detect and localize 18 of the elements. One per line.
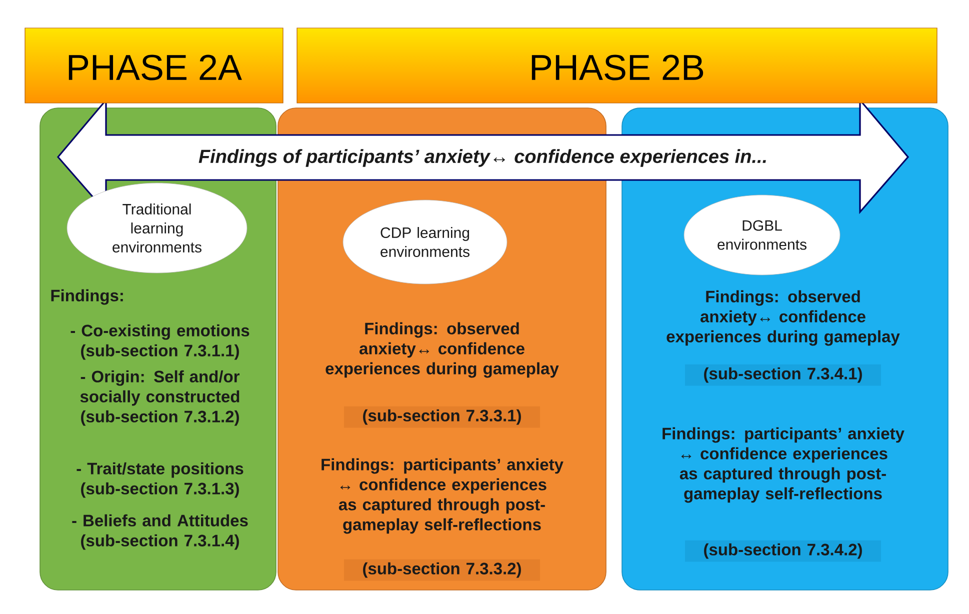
findings-text: Findings: participants’ anxiety ↔ confidence experiences as captured through post-gameplay self-reflections	[662, 427, 904, 503]
findings-text: - Origin: Self and/or socially constructed (sub-section 7.3.1.2)	[80, 370, 240, 426]
findings-text: Findings: participants’ anxiety ↔ confidence experiences as captured through post-gameplay self-reflections	[322, 458, 564, 534]
phase-banner: PHASE 2A	[24, 28, 284, 104]
findings-text: Findings: observed anxiety↔ confidence experiences during gameplay	[666, 290, 900, 346]
section-reference: (sub-section 7.3.4.1)	[685, 364, 881, 386]
ellipse-label: Traditional learning environments	[66, 182, 248, 274]
phase-banner: PHASE 2B	[296, 28, 938, 104]
findings-text: Findings: observed anxiety↔ confidence experiences during gameplay	[326, 322, 559, 378]
findings-text: - Beliefs and Attitudes (sub-section 7.3.1.4)	[72, 514, 248, 550]
ellipse-label: DGBL environments	[684, 194, 840, 276]
ellipse-label: CDP learning environments	[342, 200, 508, 284]
section-reference: (sub-section 7.3.3.1)	[344, 406, 540, 428]
findings-text: - Trait/state positions (sub-section 7.3.1.3)	[76, 462, 244, 498]
section-reference: (sub-section 7.3.4.2)	[685, 540, 881, 562]
findings-text: - Co-existing emotions (sub-section 7.3.1.1)	[70, 324, 250, 360]
findings-text: Findings:	[51, 289, 123, 305]
section-reference: (sub-section 7.3.3.2)	[344, 559, 540, 581]
